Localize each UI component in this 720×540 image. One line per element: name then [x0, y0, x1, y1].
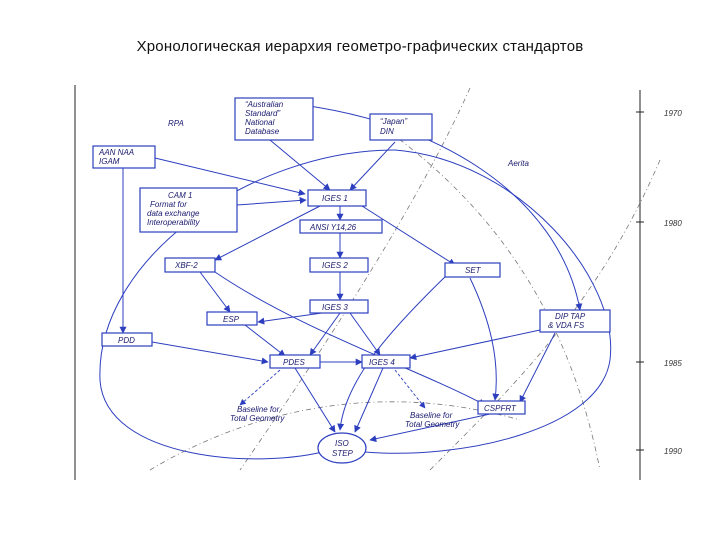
annotation-left-line-1: Baseline for	[237, 405, 280, 414]
year-label-1970: 1970	[664, 109, 682, 118]
edges	[119, 99, 583, 443]
node-dip-line-2: & VDA FS	[548, 321, 585, 330]
node-dip-line-1: DIP TAP	[555, 312, 586, 321]
node-aam: AAN NAA IGAM	[92, 145, 156, 169]
grey-curve-2	[379, 124, 601, 471]
year-label-1990: 1990	[664, 447, 682, 456]
annotation-right-line-1: Baseline for	[410, 411, 453, 420]
node-set: SET	[444, 262, 501, 278]
node-iges3: IGES 3	[309, 299, 369, 314]
node-xbf: XBF-2	[164, 257, 216, 273]
node-pdes: PDES	[269, 354, 321, 369]
node-cam: CAM 1 Format for data exchange Interoper…	[139, 187, 238, 233]
node-xbf-label: XBF-2	[174, 261, 198, 270]
node-iges2-label: IGES 2	[322, 261, 348, 270]
node-lock-line-1: “Australian	[245, 100, 284, 109]
node-iges3-label: IGES 3	[322, 303, 348, 312]
node-din-line-2: DIN	[380, 127, 394, 136]
node-cam-line-4: Interoperability	[147, 218, 200, 227]
node-pdes-label: PDES	[283, 358, 305, 367]
node-iges1-label: IGES 1	[322, 194, 348, 203]
grey-curve-1	[239, 87, 471, 471]
label-rpa: RPA	[168, 119, 184, 128]
node-cspfrt-label: CSPFRT	[484, 404, 517, 413]
node-iges4-label: IGES 4	[369, 358, 395, 367]
annotation-baseline-right: Baseline for Total Geometry	[405, 411, 460, 429]
node-lock-line-4: Database	[245, 127, 280, 136]
node-iges2: IGES 2	[309, 257, 369, 273]
node-cam-line-2: Format for	[150, 200, 187, 209]
node-din: “Japan” DIN	[369, 113, 433, 141]
sweep-curve-right	[364, 149, 612, 454]
annotation-left-line-2: Total Geometry	[230, 414, 285, 423]
grey-curve-4	[429, 159, 661, 471]
sweep-curve-left	[99, 149, 396, 460]
node-set-label: SET	[465, 266, 482, 275]
node-cspfrt: CSPFRT	[477, 400, 526, 415]
node-lock: “Australian Standard” National Database	[234, 97, 314, 141]
node-iges1: IGES 1	[307, 189, 367, 207]
node-esp-label: ESP	[223, 315, 240, 324]
year-label-1980: 1980	[664, 219, 682, 228]
node-aam-line-2: IGAM	[99, 157, 120, 166]
page-title: Хронологическая иерархия геометро-графич…	[136, 38, 584, 55]
node-iso-line-1: ISO	[335, 439, 349, 448]
node-aam-line-1: AAN NAA	[98, 148, 134, 157]
node-ansi-label: ANSI Y14,26	[309, 223, 357, 232]
time-axis-ticks	[636, 111, 644, 451]
node-iso-line-2: STEP	[332, 449, 354, 458]
node-dip: DIP TAP & VDA FS	[539, 309, 611, 333]
annotation-right-line-2: Total Geometry	[405, 420, 460, 429]
label-aerita: Aerita	[507, 159, 529, 168]
node-cam-line-1: CAM 1	[168, 191, 192, 200]
node-pdd: PDD	[101, 332, 153, 347]
node-lock-line-3: National	[245, 118, 275, 127]
annotation-baseline-left: Baseline for Total Geometry	[230, 405, 285, 423]
node-pdd-label: PDD	[118, 336, 135, 345]
node-cam-line-3: data exchange	[147, 209, 200, 218]
node-ansi: ANSI Y14,26	[299, 219, 383, 234]
node-iso: ISO STEP	[317, 432, 367, 464]
year-label-1985: 1985	[664, 359, 682, 368]
node-iges4: IGES 4	[361, 354, 411, 369]
node-lock-line-2: Standard”	[245, 109, 280, 118]
node-esp: ESP	[206, 311, 258, 326]
node-din-line-1: “Japan”	[380, 117, 407, 126]
